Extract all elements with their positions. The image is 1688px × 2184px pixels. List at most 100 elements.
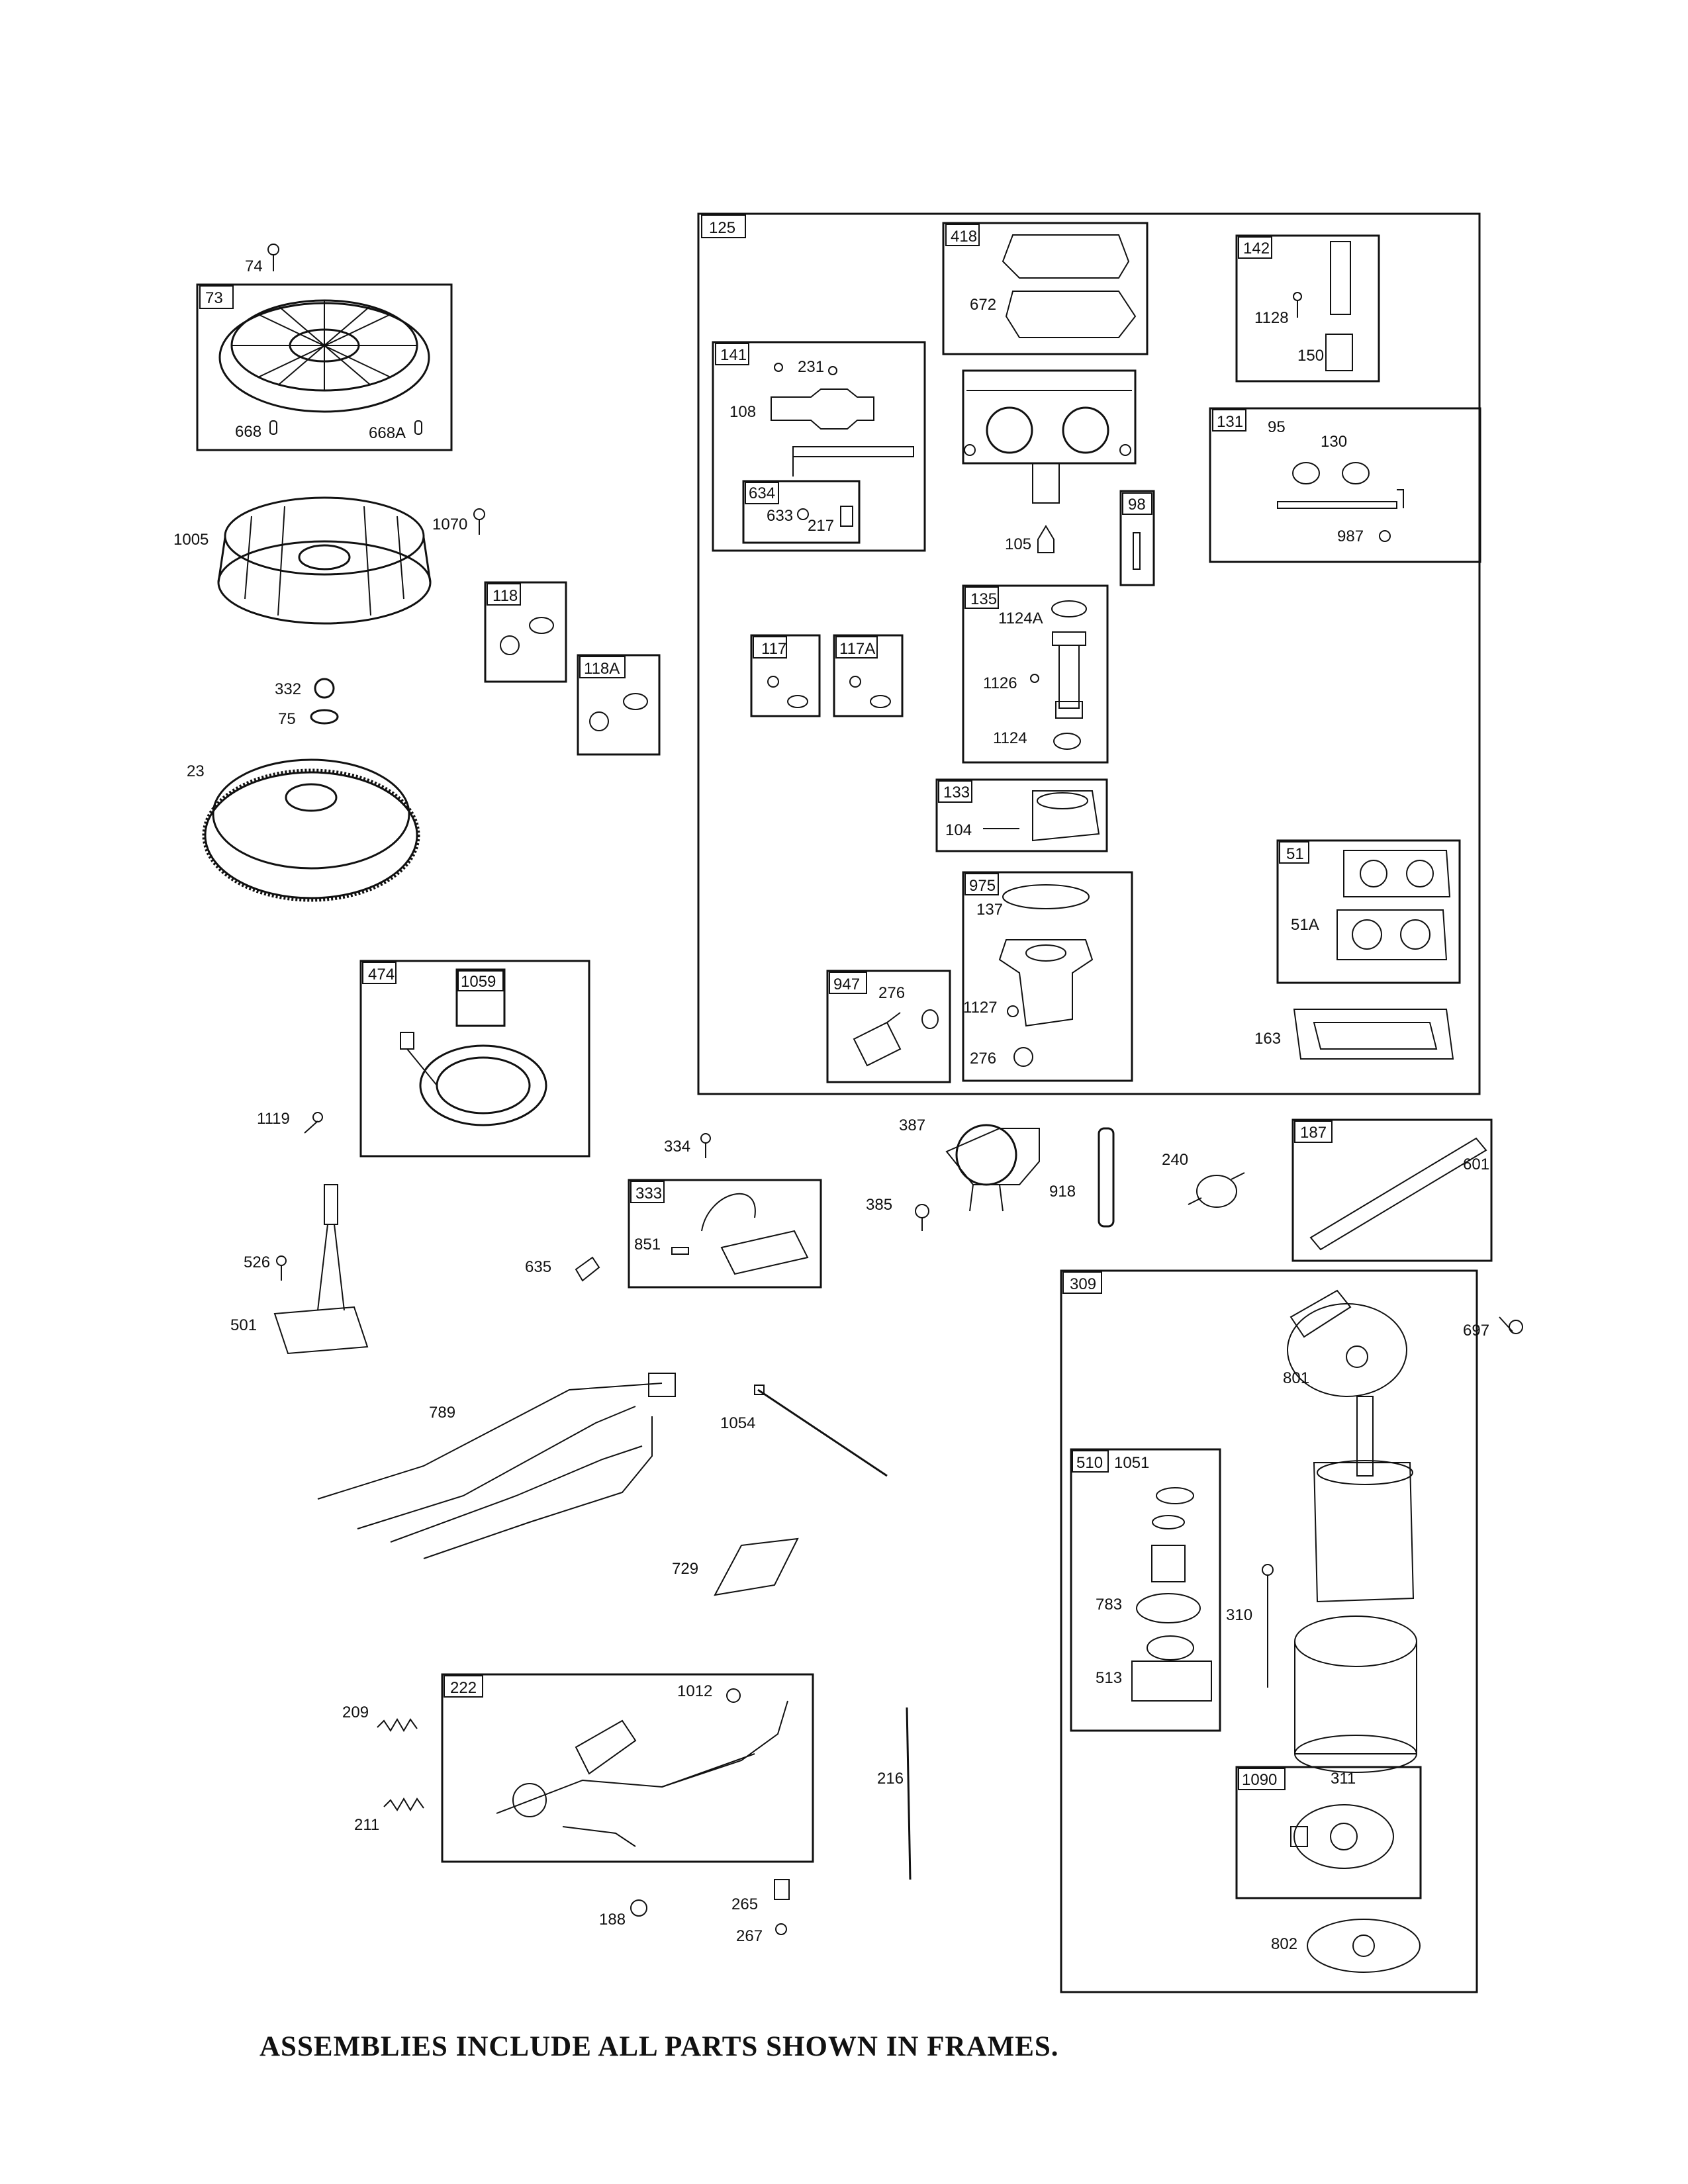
part-label: 211 — [354, 1816, 379, 1834]
part-label: 1005 — [173, 531, 209, 549]
frame-418-id: 418 — [951, 228, 977, 246]
part-label: 267 — [736, 1927, 763, 1945]
choke-linkage-illustration — [771, 363, 914, 477]
washer-75-icon — [310, 709, 339, 725]
frame-118a — [577, 654, 661, 756]
frame-141 — [712, 341, 926, 552]
part-label: 1128 — [1254, 309, 1289, 327]
part-label: 1012 — [677, 1682, 712, 1700]
frame-474-id: 474 — [368, 966, 395, 983]
part-label: 668A — [369, 424, 406, 442]
spring-217-icon — [840, 506, 853, 527]
part-label: 150 — [1297, 347, 1324, 365]
frame-510 — [1070, 1448, 1221, 1732]
frame-131-id: 131 — [1217, 413, 1243, 431]
part-label: 95 — [1268, 418, 1286, 436]
regulator-501-illustration — [273, 1184, 369, 1355]
screw-267-icon — [775, 1923, 787, 1935]
screw-98-icon — [1133, 532, 1141, 570]
frame-634 — [742, 480, 861, 544]
fuel-bowl-illustration — [998, 884, 1094, 1067]
part-label: 526 — [244, 1253, 270, 1271]
intake-gaskets-illustration — [1336, 850, 1451, 960]
part-label: 1119 — [257, 1110, 290, 1128]
part-label: 334 — [664, 1138, 690, 1156]
part-label: 1051 — [1114, 1454, 1149, 1472]
part-labels: 74 668 668A 1005 1070 332 75 23 231 108 … — [173, 257, 1489, 1953]
part-label: 387 — [899, 1116, 925, 1134]
part-label: 108 — [729, 403, 756, 421]
jet-117-icon — [767, 676, 779, 688]
frame-131 — [1209, 407, 1481, 563]
frame-73 — [196, 283, 453, 451]
part-label: 75 — [278, 710, 296, 728]
alternator-stator-illustration — [400, 1032, 547, 1126]
frame-51 — [1276, 839, 1461, 984]
wire-harness-illustration — [317, 1373, 676, 1559]
frame-117a-id: 117A — [839, 640, 875, 658]
part-label: 918 — [1049, 1183, 1076, 1201]
frame-187 — [1291, 1118, 1493, 1262]
frame-309 — [1060, 1269, 1478, 1993]
armature-illustration — [1313, 1396, 1415, 1603]
frame-474 — [359, 960, 590, 1158]
part-label: 1070 — [432, 516, 467, 533]
nut-332-icon — [314, 678, 335, 699]
part-label: 783 — [1096, 1596, 1122, 1614]
part-label: 105 — [1005, 535, 1031, 553]
part-label: 801 — [1283, 1369, 1309, 1387]
frame-73-id: 73 — [205, 289, 223, 307]
part-label: 1124A — [998, 610, 1043, 627]
bolt-697-icon — [1499, 1316, 1523, 1334]
part-label: 385 — [866, 1196, 892, 1214]
part-label: 633 — [767, 507, 793, 525]
part-label: 217 — [808, 517, 834, 535]
solenoid-947-illustration — [853, 1009, 939, 1067]
frame-125-id: 125 — [709, 219, 735, 237]
frame-142 — [1235, 234, 1380, 383]
starter-housing-illustration — [1294, 1615, 1417, 1773]
frame-222 — [441, 1673, 814, 1863]
plate-150-icon — [1325, 334, 1353, 371]
frame-118a-id: 118A — [584, 660, 620, 678]
part-label: 23 — [187, 762, 205, 780]
assemblies-footer-note: ASSEMBLIES INCLUDE ALL PARTS SHOWN IN FR… — [259, 2031, 1059, 2062]
part-label: 104 — [945, 821, 972, 839]
frame-309-id: 309 — [1070, 1275, 1096, 1293]
screw-1119-icon — [304, 1112, 323, 1134]
part-label: 137 — [976, 901, 1003, 919]
frame-333-id: 333 — [635, 1185, 662, 1203]
plate-729-icon — [714, 1537, 799, 1596]
ring-118a-icon — [623, 693, 648, 710]
screw-1128-icon — [1293, 292, 1302, 318]
clip-265-icon — [774, 1879, 790, 1900]
frame-1059-id: 1059 — [461, 973, 496, 991]
frame-135 — [962, 584, 1109, 764]
clip-668-icon — [269, 420, 277, 435]
part-label: 276 — [878, 984, 905, 1002]
frame-118 — [484, 581, 567, 683]
frame-634-id: 634 — [749, 484, 775, 502]
connector-635-icon — [575, 1256, 600, 1282]
frame-118-id: 118 — [492, 587, 518, 605]
part-label: 1126 — [983, 674, 1017, 692]
rod-216-icon — [906, 1707, 912, 1880]
part-label: 240 — [1162, 1151, 1188, 1169]
frame-1059 — [455, 968, 506, 1027]
fuel-filter-240-icon — [1188, 1172, 1245, 1208]
part-label: 668 — [235, 423, 261, 441]
part-label: 1124 — [993, 729, 1027, 747]
frame-117a — [833, 634, 904, 717]
frame-98-id: 98 — [1128, 496, 1146, 514]
frame-187-id: 187 — [1300, 1124, 1327, 1142]
frame-333 — [628, 1179, 822, 1289]
part-label: 311 — [1331, 1770, 1356, 1788]
frame-51-id: 51 — [1286, 845, 1304, 863]
frame-98 — [1119, 490, 1155, 586]
brush-holder-illustration — [1290, 1804, 1394, 1869]
part-label: 188 — [599, 1911, 626, 1929]
fuel-line-601-icon — [1309, 1137, 1487, 1251]
bolt-526-icon — [276, 1255, 287, 1281]
clip-668a-icon — [414, 420, 422, 435]
part-label: 310 — [1226, 1606, 1252, 1624]
